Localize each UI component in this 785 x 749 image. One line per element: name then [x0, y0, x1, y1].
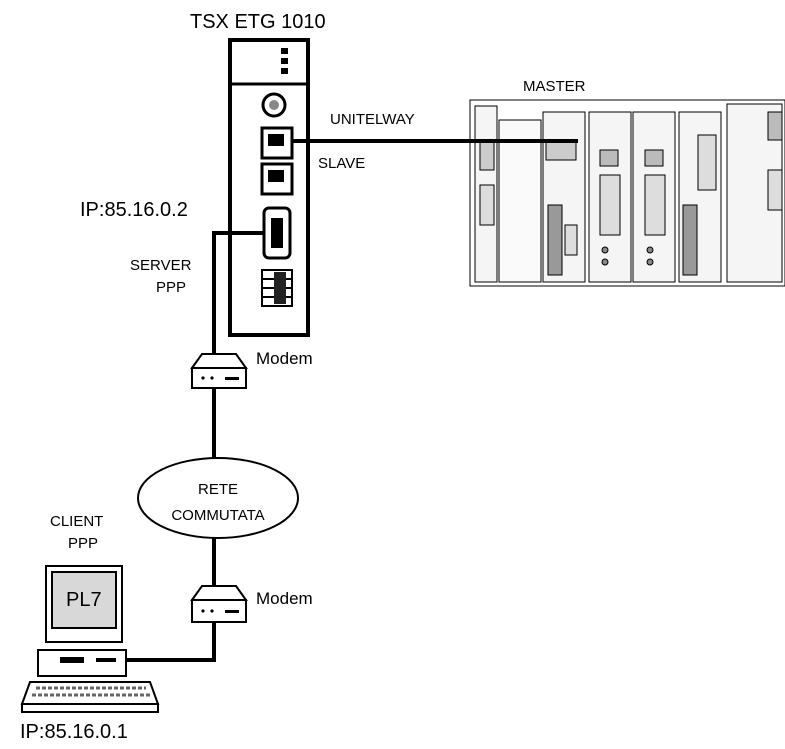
tsx-etg-1010-device — [228, 38, 310, 337]
client-ip-label: IP:85.16.0.1 — [20, 721, 128, 743]
serial-cable — [212, 231, 264, 362]
client-computer-icon — [20, 565, 160, 713]
client-screen-text: PL7 — [66, 589, 102, 611]
modem-bottom-label: Modem — [256, 589, 313, 608]
server-role-line2: PPP — [156, 279, 187, 296]
master-label: MASTER — [523, 78, 586, 95]
device-title: TSX ETG 1010 — [190, 11, 326, 33]
modem-top-icon — [190, 353, 248, 389]
master-plc-rack — [469, 99, 785, 287]
modem-bottom-icon — [190, 585, 248, 623]
network-label-line2: COMMUTATA — [171, 507, 265, 524]
connection-lines — [110, 139, 578, 662]
modem-to-client-cable — [110, 614, 216, 662]
server-ip-label: IP:85.16.0.2 — [80, 199, 188, 221]
unitelway-label: UNITELWAY — [330, 111, 415, 128]
slave-label: SLAVE — [318, 155, 366, 172]
network-ellipse — [137, 457, 299, 539]
client-role-line1: CLIENT — [50, 513, 104, 530]
client-role-line2: PPP — [68, 535, 99, 552]
network-label-line1: RETE — [197, 481, 238, 498]
modem-top-label: Modem — [256, 349, 313, 368]
server-role-line1: SERVER — [130, 257, 192, 274]
